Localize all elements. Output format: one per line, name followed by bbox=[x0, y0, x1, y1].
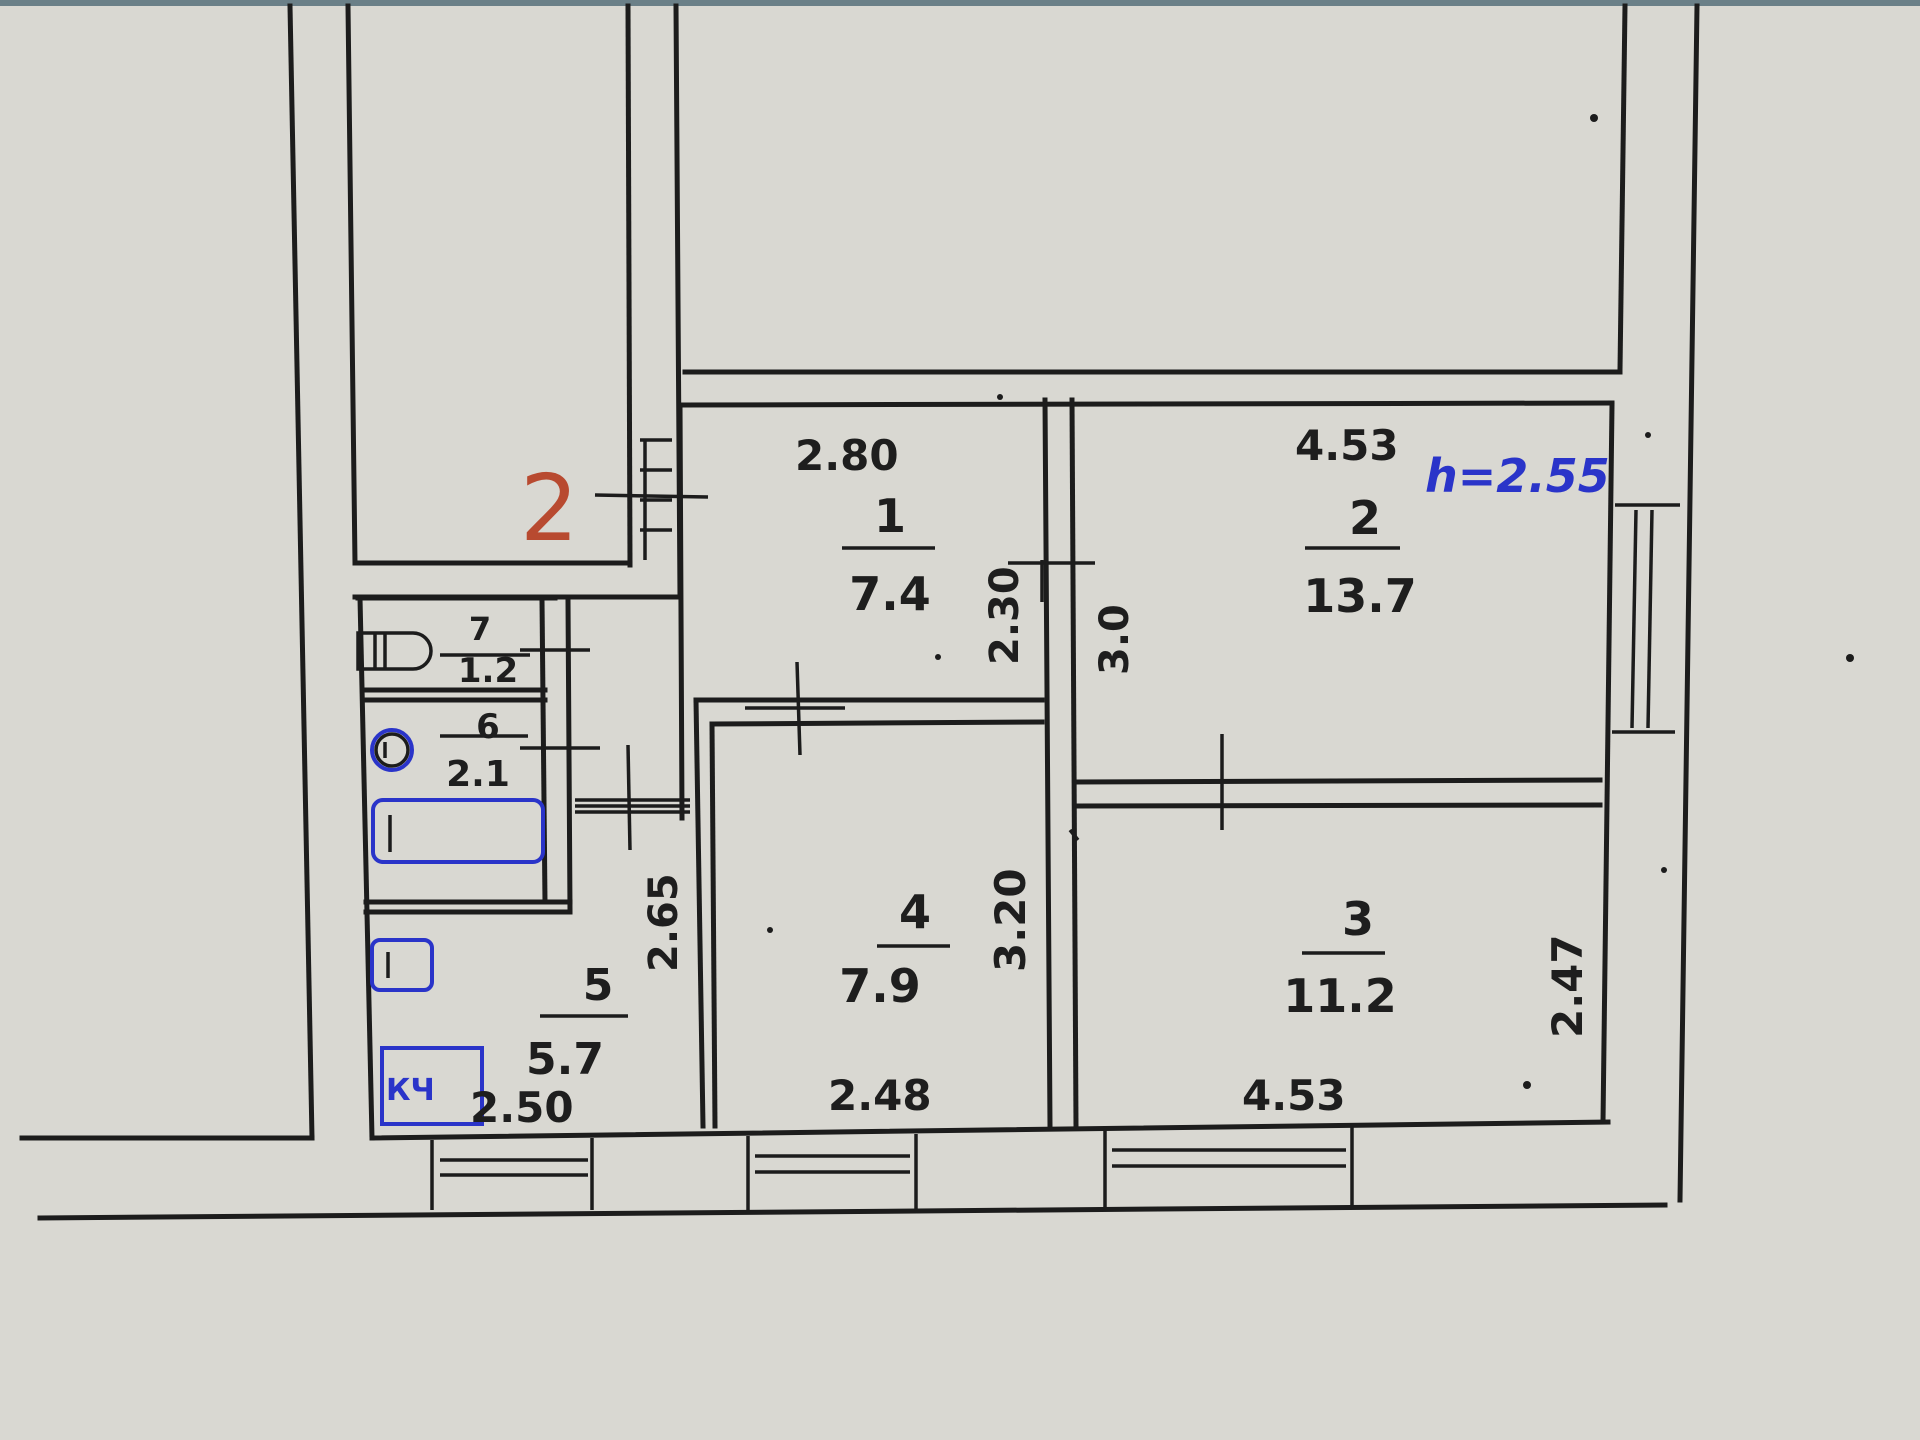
room4-number: 4 bbox=[899, 885, 931, 939]
room2-area: 13.7 bbox=[1303, 569, 1417, 623]
dim-room4-side: 3.20 bbox=[986, 868, 1035, 972]
room7-area: 1.2 bbox=[458, 651, 518, 691]
dim-room5-side: 2.65 bbox=[641, 873, 687, 972]
window-room2 bbox=[1612, 503, 1680, 734]
pencil-marks bbox=[767, 114, 1854, 1089]
dim-room2-top: 4.53 bbox=[1295, 421, 1399, 470]
floor-number-label: 2 bbox=[520, 455, 579, 562]
stove-icon bbox=[380, 1046, 484, 1126]
fixtures bbox=[356, 631, 545, 1126]
room1-area: 7.4 bbox=[849, 567, 931, 621]
fraction-bars bbox=[440, 546, 1400, 1018]
dim-room2-side: 3.0 bbox=[1092, 604, 1138, 675]
room6-area: 2.1 bbox=[446, 754, 510, 795]
room3-area: 11.2 bbox=[1283, 969, 1397, 1023]
stove-mark-label: КЧ bbox=[386, 1073, 435, 1108]
room3-number: 3 bbox=[1342, 892, 1374, 946]
window-room4 bbox=[746, 1134, 918, 1210]
top-edge-strip bbox=[0, 0, 1920, 6]
washbasin-icon bbox=[370, 938, 434, 992]
room7-number: 7 bbox=[469, 610, 491, 648]
dim-room1-top: 2.80 bbox=[795, 431, 899, 480]
dim-room1-side: 2.30 bbox=[982, 566, 1028, 665]
room4-area: 7.9 bbox=[839, 959, 921, 1013]
door-marks bbox=[520, 493, 1224, 851]
windows bbox=[430, 438, 1680, 1210]
window-stair bbox=[640, 438, 672, 560]
room5-area: 5.7 bbox=[526, 1034, 604, 1085]
room1-number: 1 bbox=[874, 489, 906, 543]
bathtub-icon bbox=[371, 798, 545, 864]
window-room5 bbox=[430, 1138, 594, 1210]
sink-icon bbox=[370, 728, 414, 772]
room2-number: 2 bbox=[1349, 491, 1381, 545]
dim-room3-bottom: 4.53 bbox=[1242, 1071, 1346, 1120]
window-room3 bbox=[1103, 1124, 1354, 1208]
room6-number: 6 bbox=[476, 707, 500, 747]
apartment-walls bbox=[355, 397, 1615, 1141]
dim-room4-bottom: 2.48 bbox=[828, 1071, 932, 1120]
dim-room3-side: 2.47 bbox=[1543, 934, 1592, 1038]
room5-number: 5 bbox=[583, 960, 614, 1011]
dim-room5-bottom: 2.50 bbox=[470, 1083, 574, 1132]
outer-walls bbox=[19, 3, 1700, 1221]
toilet-icon bbox=[356, 631, 433, 671]
ceiling-height-label: h=2.55 bbox=[1425, 449, 1610, 503]
